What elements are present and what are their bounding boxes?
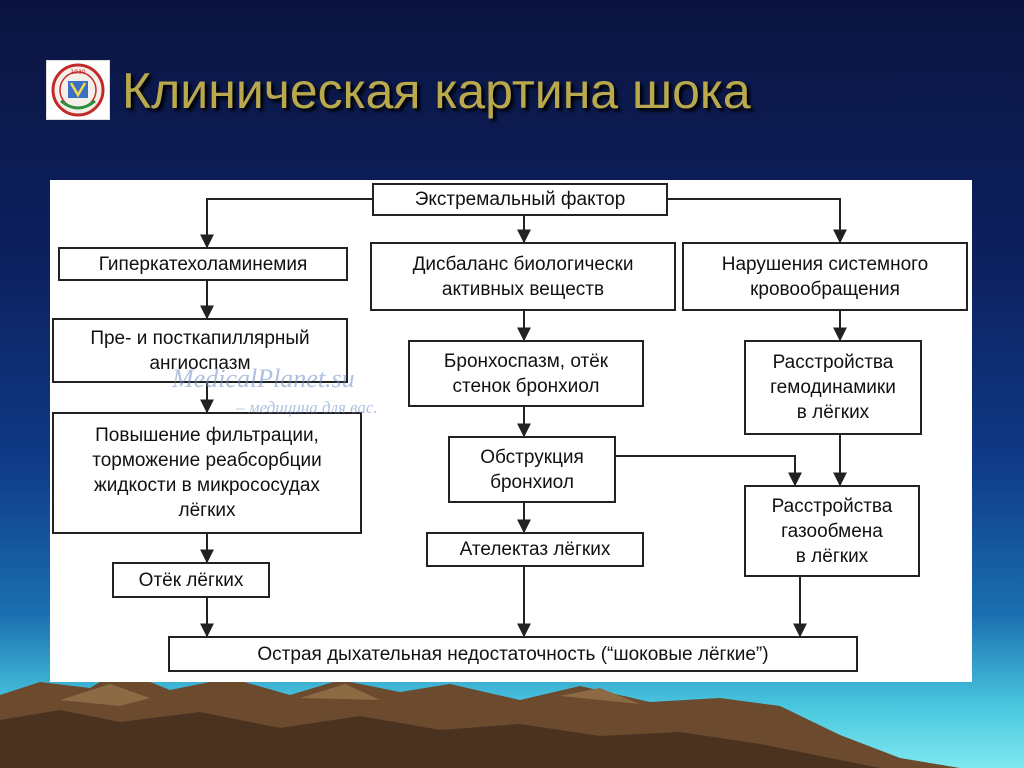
box-bioactive-imbalance: Дисбаланс биологически активных веществ: [370, 242, 676, 311]
arrow-extreme-to-circulation: [668, 198, 847, 244]
svg-text:1930: 1930: [70, 69, 85, 76]
mountains-decoration: [0, 670, 960, 768]
box-respiratory-failure: Острая дыхательная недостаточность (“шок…: [168, 636, 858, 672]
box-gas-exchange: Расстройства газообмена в лёгких: [744, 485, 920, 577]
diagram-panel: Экстремальный фактор Гиперкатехоламинеми…: [50, 180, 972, 682]
box-hemodynamics: Расстройства гемодинамики в лёгких: [744, 340, 922, 435]
watermark-site: MedicalPlanet.su: [172, 364, 355, 393]
box-angiospasm: Пре- и посткапиллярный ангиоспазм: [52, 318, 348, 383]
arrow-extreme-to-hyper: [200, 198, 372, 249]
box-hypercatecholaminemia: Гиперкатехоламинемия: [58, 247, 348, 281]
box-lung-edema: Отёк лёгких: [112, 562, 270, 598]
box-circulation-disorder: Нарушения системного кровообращения: [682, 242, 968, 311]
box-filtration: Повышение фильтрации, торможение реабсор…: [52, 412, 362, 534]
box-obstruction: Обструкция бронхиол: [448, 436, 616, 503]
university-emblem-icon: 1930: [46, 60, 110, 120]
box-bronchospasm: Бронхоспазм, отёк стенок бронхиол: [408, 340, 644, 407]
diagram-arrows: [200, 198, 847, 638]
arrow-obstruction-to-gas: [616, 455, 802, 487]
slide-title: Клиническая картина шока: [122, 63, 751, 119]
watermark-tagline: – медицина для вас.: [236, 398, 378, 417]
box-atelectasis: Ателектаз лёгких: [426, 532, 644, 567]
box-extreme-factor: Экстремальный фактор: [372, 183, 668, 216]
